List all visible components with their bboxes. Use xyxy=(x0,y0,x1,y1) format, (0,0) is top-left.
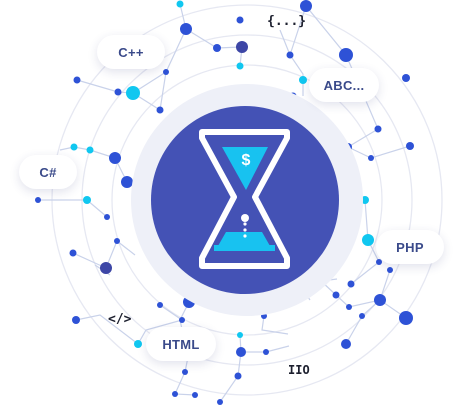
network-node xyxy=(361,196,369,204)
network-node xyxy=(399,311,413,325)
coin-drop-icon xyxy=(241,214,249,222)
network-node xyxy=(100,262,112,274)
network-node xyxy=(70,143,78,151)
network-node xyxy=(192,392,198,398)
network-node xyxy=(374,294,386,306)
network-node xyxy=(213,44,221,52)
label-csharp: C# xyxy=(19,155,77,189)
network-node xyxy=(86,146,94,154)
network-node xyxy=(263,349,269,355)
network-node xyxy=(69,249,77,257)
network-node xyxy=(236,16,244,24)
connection-line xyxy=(174,371,196,396)
network-node xyxy=(180,23,192,35)
code-tag-icon: </> xyxy=(108,312,132,327)
network-node xyxy=(368,155,374,161)
network-node xyxy=(374,125,382,133)
sand-drop xyxy=(243,228,247,232)
sand-drop xyxy=(243,222,247,226)
network-node xyxy=(172,391,178,397)
coin-top-symbol: $ xyxy=(242,152,251,169)
network-node xyxy=(347,280,355,288)
hourglass-icon: $ xyxy=(199,129,290,269)
network-node xyxy=(387,267,393,273)
network-node xyxy=(157,302,163,308)
network-node xyxy=(114,238,120,244)
network-node xyxy=(406,142,414,150)
connection-line xyxy=(38,199,108,218)
label-html: HTML xyxy=(146,327,216,361)
sand-drip xyxy=(243,222,247,238)
label-php: PHP xyxy=(376,230,444,264)
center-circle xyxy=(151,106,339,294)
connection-line xyxy=(261,315,289,335)
network-node xyxy=(182,369,188,375)
binary-icon: IIO xyxy=(288,363,310,377)
coin-top-icon xyxy=(234,147,258,171)
connection-line xyxy=(89,149,128,183)
network-node xyxy=(179,317,185,323)
network-node xyxy=(109,152,121,164)
network-node xyxy=(114,88,122,96)
network-node xyxy=(126,86,140,100)
network-node xyxy=(359,313,365,319)
network-node xyxy=(121,176,133,188)
network-node xyxy=(217,399,223,405)
connection-line xyxy=(335,294,407,319)
sand-drop xyxy=(243,234,247,238)
connection-line xyxy=(159,304,183,321)
connection-line xyxy=(239,334,290,353)
connection-line xyxy=(279,29,304,96)
connection-line xyxy=(347,145,411,159)
network-node xyxy=(286,51,294,59)
network-node xyxy=(176,0,184,8)
network-node xyxy=(402,74,410,82)
network-node xyxy=(234,372,242,380)
connection-line xyxy=(72,240,136,269)
label-cpp: C++ xyxy=(97,35,165,69)
network-node xyxy=(236,41,248,53)
network-node xyxy=(362,234,374,246)
network-node xyxy=(163,69,169,75)
network-node xyxy=(236,62,244,70)
connection-line xyxy=(350,199,380,285)
network-node xyxy=(299,76,307,84)
network-node xyxy=(346,304,352,310)
braces-icon: {...} xyxy=(267,14,307,29)
network-node xyxy=(83,196,91,204)
network-node xyxy=(376,259,382,265)
network-node xyxy=(332,291,340,299)
orbit-ring xyxy=(111,64,383,336)
network-node xyxy=(72,316,80,324)
network-node xyxy=(300,0,312,12)
network-node xyxy=(156,106,164,114)
hourglass-sand-bottom xyxy=(218,232,270,246)
connection-line xyxy=(347,107,379,148)
network-node xyxy=(339,48,353,62)
network-node xyxy=(236,347,246,357)
network-node xyxy=(73,76,81,84)
hourglass-frame xyxy=(199,129,290,269)
network-node xyxy=(104,214,110,220)
connection-line xyxy=(165,3,187,73)
network-node xyxy=(35,197,41,203)
network-node xyxy=(237,332,243,338)
network-node xyxy=(134,340,142,348)
hourglass-base-bar xyxy=(214,245,275,251)
label-abc: ABC... xyxy=(309,68,379,102)
connection-line xyxy=(76,71,167,94)
network-node xyxy=(341,339,351,349)
